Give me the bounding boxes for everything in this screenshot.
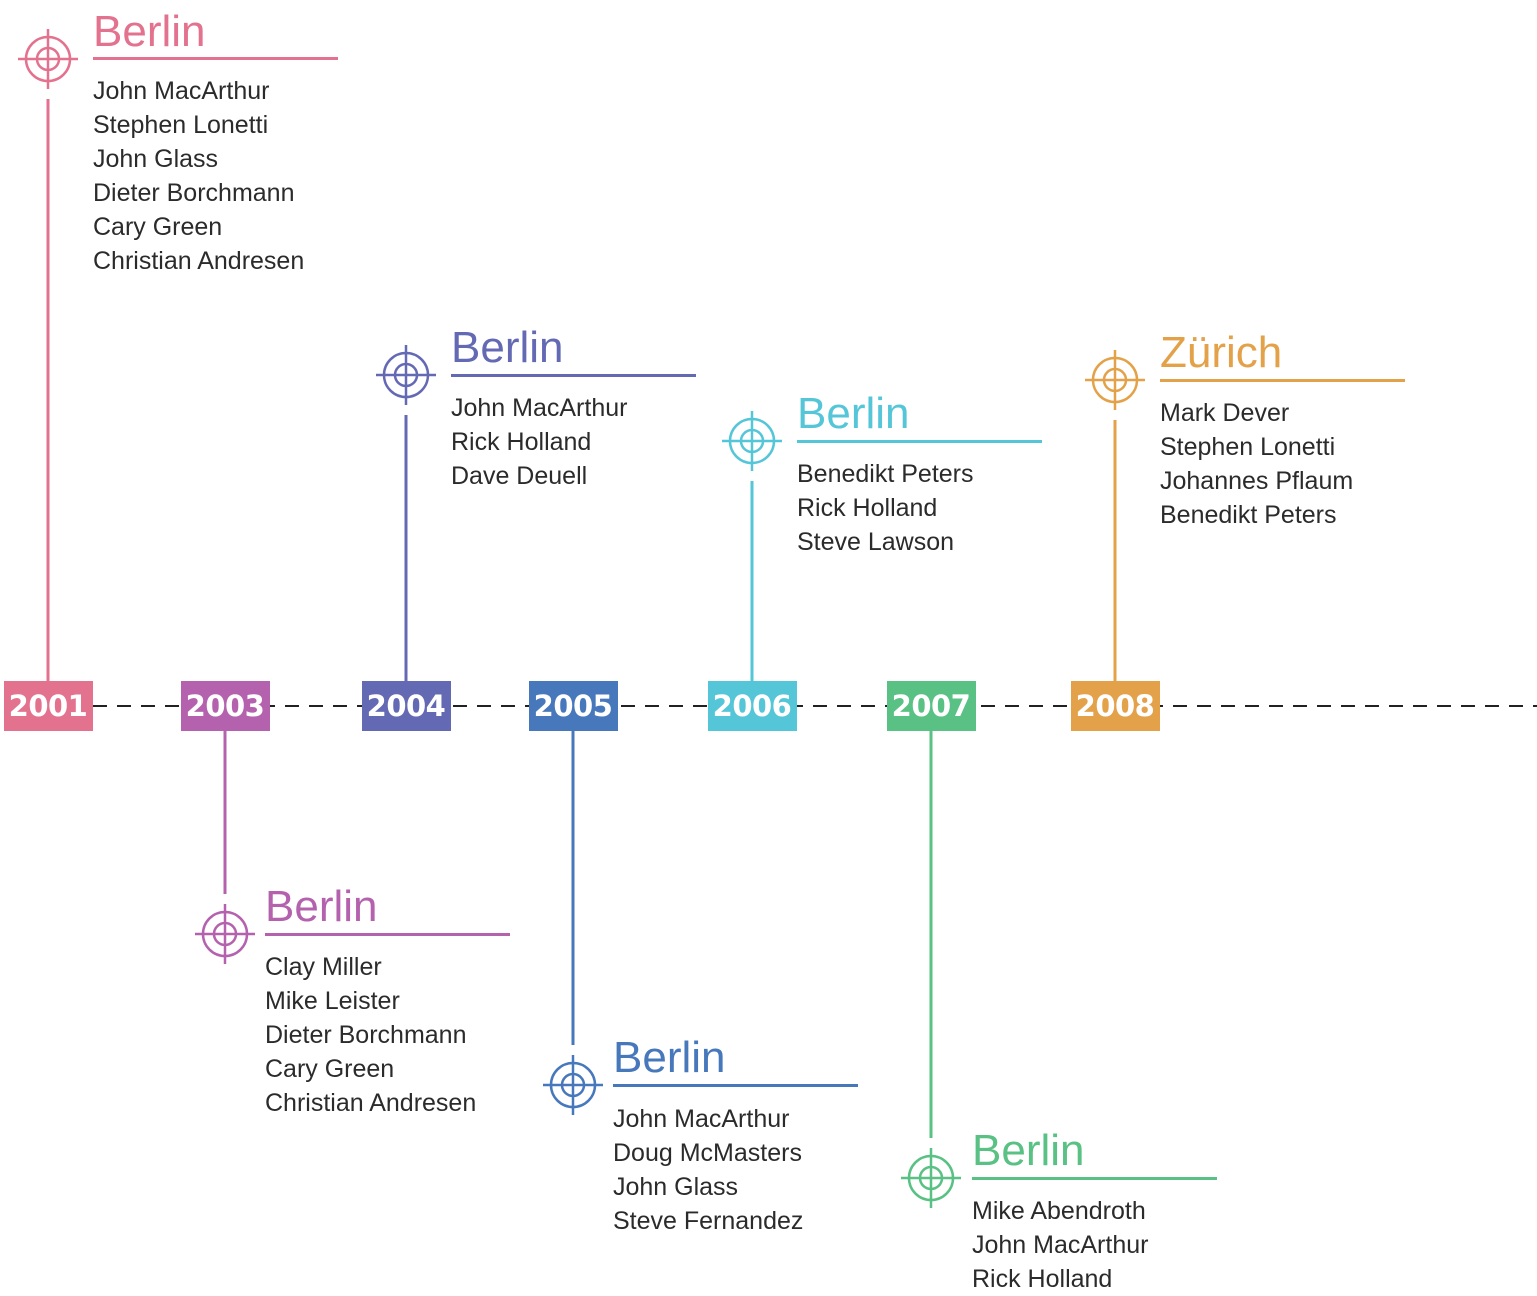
speaker-name: Rick Holland [451,428,592,456]
year-badge-2007[interactable]: 2007 [886,681,976,731]
speaker-name: Benedikt Peters [797,460,974,488]
crosshair-icon [543,1055,603,1115]
speaker-name: John Glass [93,145,219,173]
title-divider [1160,379,1405,382]
speaker-name: Cary Green [265,1055,395,1083]
speaker-name: Clay Miller [265,953,382,981]
title-divider [451,374,696,377]
city-title: Berlin [265,882,378,931]
city-title: Berlin [93,7,206,56]
speaker-name: Mike Abendroth [972,1197,1146,1225]
crosshair-icon [376,345,436,405]
speaker-name: John Glass [613,1173,739,1201]
speaker-name: Mike Leister [265,987,400,1015]
city-title: Berlin [451,323,564,372]
city-title: Berlin [797,389,910,438]
speaker-name: John MacArthur [451,394,628,422]
speaker-name: Christian Andresen [93,247,305,275]
year-badge-2001[interactable]: 2001 [3,681,93,731]
speaker-name: Dieter Borchmann [93,179,295,207]
year-badge-2004[interactable]: 2004 [361,681,451,731]
title-divider [797,440,1042,443]
title-divider [613,1084,858,1087]
title-divider [265,933,510,936]
speaker-name: Rick Holland [972,1265,1113,1293]
speaker-name: Cary Green [93,213,223,241]
speaker-name: John MacArthur [93,77,270,105]
speaker-name: John MacArthur [613,1105,790,1133]
title-divider [972,1177,1217,1180]
crosshair-icon [195,904,255,964]
crosshair-icon [1085,350,1145,410]
speaker-name: Doug McMasters [613,1139,802,1167]
speaker-name: Dave Deuell [451,462,588,490]
speaker-name: Johannes Pflaum [1160,467,1354,495]
crosshair-icon [722,411,782,471]
crosshair-icon [18,29,78,89]
city-title: Zürich [1160,328,1283,377]
speaker-name: Rick Holland [797,494,938,522]
city-title: Berlin [613,1033,726,1082]
speaker-name: Christian Andresen [265,1089,477,1117]
year-badge-2005[interactable]: 2005 [528,681,618,731]
year-badge-2003[interactable]: 2003 [180,681,270,731]
speaker-name: Stephen Lonetti [93,111,269,139]
city-title: Berlin [972,1126,1085,1175]
speaker-name: John MacArthur [972,1231,1149,1259]
crosshair-icon [901,1148,961,1208]
speaker-name: Steve Fernandez [613,1207,804,1235]
connector-lines [46,99,1117,1138]
title-divider [93,57,338,60]
year-badge-2008[interactable]: 2008 [1070,681,1160,731]
speaker-name: Stephen Lonetti [1160,433,1336,461]
speaker-name: Benedikt Peters [1160,501,1337,529]
target-markers [18,29,1145,1208]
speaker-name: Mark Dever [1160,399,1290,427]
year-badge-2006[interactable]: 2006 [707,681,797,731]
speaker-name: Steve Lawson [797,528,955,556]
speaker-name: Dieter Borchmann [265,1021,467,1049]
